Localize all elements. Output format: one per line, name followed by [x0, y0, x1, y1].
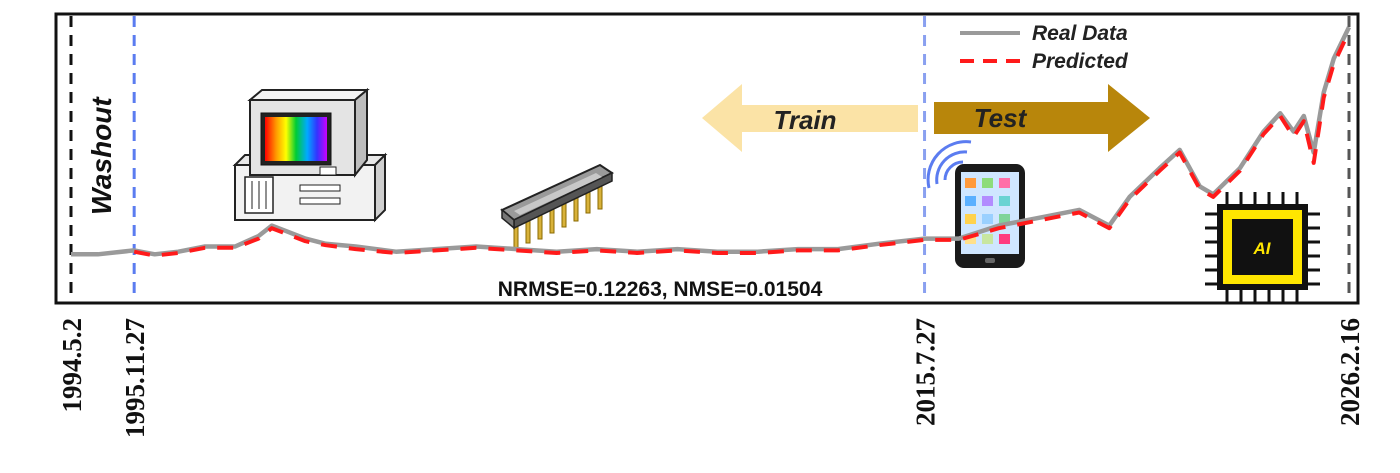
legend-label-predicted: Predicted — [1032, 50, 1129, 73]
x-tick-label-1: 1995.11.27 — [120, 318, 150, 438]
x-tick-label-0: 1994.5.2 — [57, 318, 87, 413]
legend-label-real: Real Data — [1032, 22, 1128, 45]
train-arrow: Train — [702, 84, 918, 152]
x-tick-label-2: 2015.7.27 — [911, 318, 941, 426]
train-label: Train — [773, 105, 836, 135]
ic-chip-icon — [500, 163, 615, 250]
x-tick-label-3: 2026.2.16 — [1335, 318, 1365, 426]
x-tick-labels: 1994.5.2 1995.11.27 2015.7.27 2026.2.16 — [57, 318, 1365, 438]
ai-chip-label: AI — [1253, 239, 1272, 258]
desktop-computer-icon — [232, 87, 388, 223]
ai-chip-icon: AI — [1205, 192, 1320, 302]
test-label: Test — [974, 103, 1028, 133]
test-arrow: Test — [934, 84, 1150, 152]
legend: Real Data Predicted — [960, 22, 1129, 73]
smartphone-icon — [926, 140, 1025, 268]
washout-label: Washout — [86, 96, 117, 215]
metrics-label: NRMSE=0.12263, NMSE=0.01504 — [498, 278, 823, 301]
series-layer — [71, 26, 1352, 258]
